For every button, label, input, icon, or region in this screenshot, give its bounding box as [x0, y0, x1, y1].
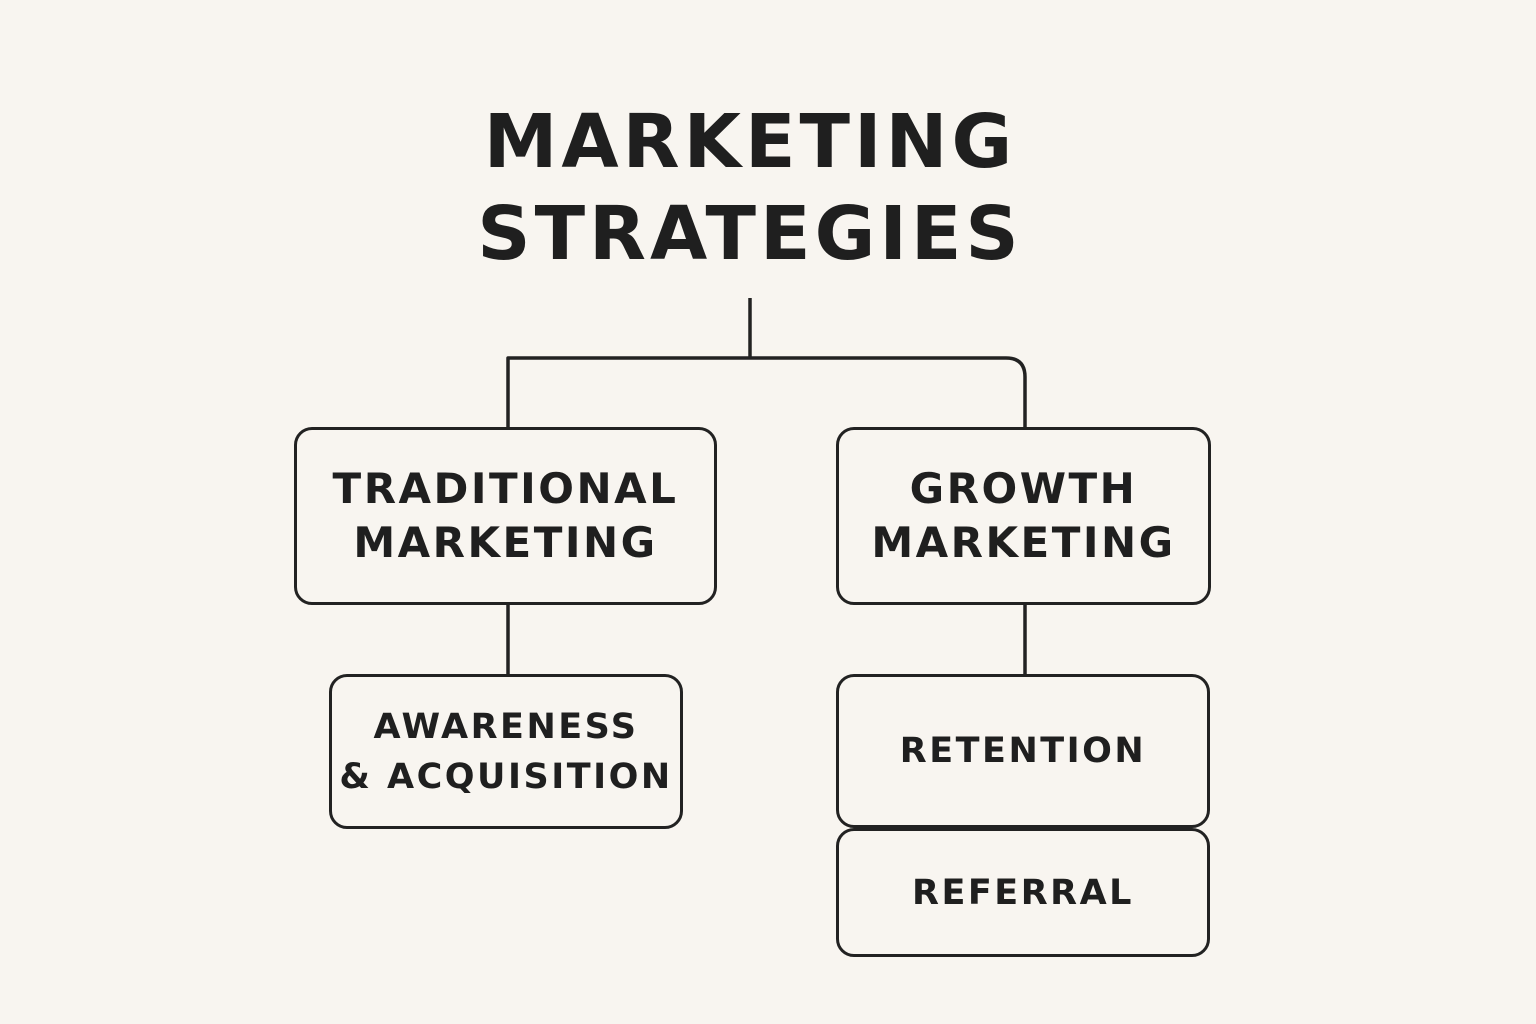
branch-split-line — [506, 356, 1027, 427]
node-label-line: GROWTH — [909, 464, 1138, 513]
node-label-line: & ACQUISITION — [339, 756, 673, 797]
title-line: STRATEGIES — [477, 191, 1023, 277]
node-label-line: TRADITIONAL — [332, 464, 679, 513]
node-retention: RETENTION — [836, 674, 1210, 828]
node-label-line: AWARENESS — [373, 706, 639, 747]
node-awareness-acquisition: AWARENESS & ACQUISITION — [329, 674, 683, 829]
node-growth-marketing: GROWTH MARKETING — [836, 427, 1211, 605]
diagram-title: MARKETING STRATEGIES — [0, 96, 1500, 280]
node-traditional-marketing: TRADITIONAL MARKETING — [294, 427, 717, 605]
node-label-line: MARKETING — [353, 518, 658, 567]
node-referral: REFERRAL — [836, 828, 1210, 957]
node-label-line: MARKETING — [871, 518, 1176, 567]
node-label-line: REFERRAL — [912, 872, 1134, 913]
node-label-line: RETENTION — [899, 731, 1147, 771]
title-line: MARKETING — [483, 99, 1017, 185]
